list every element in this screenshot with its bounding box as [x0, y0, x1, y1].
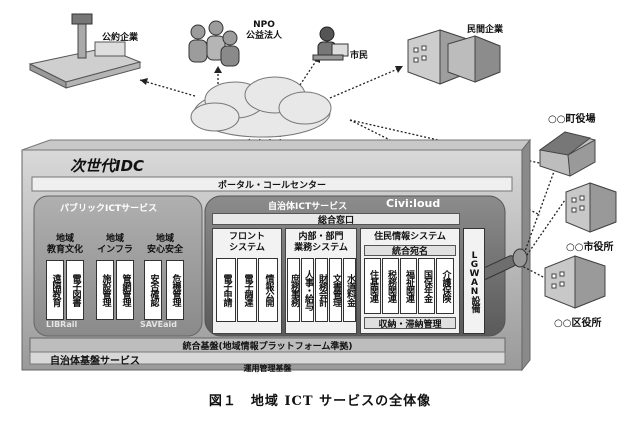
- citizen-label: 市民: [350, 51, 369, 61]
- ops-mgmt-label: 運用管理基盤: [243, 364, 292, 373]
- ward-office-label: ○○区役所: [554, 318, 602, 329]
- collection-bar: 収納・滞納管理: [364, 317, 456, 330]
- pipe-network-cell: 管網管理: [116, 260, 134, 320]
- info-disclosure-cell: 情報公開: [258, 258, 278, 322]
- resident-registry-cell: 住基関連: [364, 258, 381, 314]
- resident-system-header: 住民情報システム: [374, 232, 446, 242]
- front-system-header: フロント システム: [228, 232, 265, 253]
- figure-caption: 図１ 地域 ICT サービスの全体像: [208, 394, 432, 409]
- water-fee-cell: 水道料金: [343, 258, 356, 322]
- public-company-label: 公約企業: [102, 33, 139, 43]
- public-services-title: パブリックICTサービス: [60, 204, 158, 214]
- safety-confirm-cell: 安否確認: [144, 260, 162, 320]
- hr-payroll-cell: 人事・給与: [301, 258, 314, 322]
- general-affairs-cell: 庶務事務: [287, 258, 300, 322]
- safety-header: 地域 安心安全: [146, 234, 183, 255]
- town-office-label: ○○町役場: [548, 114, 596, 125]
- cloud-shape: [190, 76, 332, 138]
- private-company-label: 民間企業: [467, 25, 504, 35]
- citizen-icon: [312, 26, 349, 61]
- city-office-label: ○○市役所: [566, 242, 614, 253]
- finance-cell: 財務会計: [315, 258, 328, 322]
- librail-tag: LIBRail: [46, 320, 78, 329]
- public-company-icon: [28, 13, 142, 89]
- tax-cell: 税務関連: [382, 258, 399, 314]
- npo-icon: [188, 20, 240, 67]
- civicloud-brand: Civi:loud: [386, 197, 441, 210]
- private-company-icon: [407, 29, 501, 85]
- national-insurance-cell: 国保年金: [418, 258, 435, 314]
- general-window-bar: 総合窓口: [212, 213, 460, 226]
- welfare-cell: 福祉関連: [400, 258, 417, 314]
- internal-system-header: 内部・部門 業務システム: [294, 232, 348, 253]
- nursing-care-cell: 介護保険: [436, 258, 454, 314]
- basic-services-label: 自治体基盤サービス: [50, 356, 140, 367]
- document-mgmt-cell: 文書管理: [329, 258, 342, 322]
- remote-education-cell: 遠隔教育: [46, 260, 64, 320]
- crisis-mgmt-cell: 危機管理: [166, 260, 184, 320]
- facility-mgmt-cell: 施設管理: [96, 260, 114, 320]
- infra-header: 地域 インフラ: [97, 234, 133, 255]
- e-library-cell: 電子図書: [66, 260, 84, 320]
- portal-callcenter: ポータル・コールセンター: [217, 181, 326, 191]
- unified-address-bar: 統合宛名: [364, 245, 456, 257]
- ward-office-icon: [544, 255, 606, 309]
- edu-culture-header: 地域 教育文化: [46, 234, 83, 255]
- lgwan-equipment: LGWAN設備: [463, 228, 485, 334]
- idc-title: 次世代IDC: [70, 157, 145, 175]
- integrated-platform: 統合基盤(地域情報プラットフォーム準拠): [182, 342, 353, 352]
- city-office-icon: [565, 182, 617, 233]
- npo-label: NPO 公益法人: [246, 20, 283, 41]
- saveaid-tag: SAVEaid: [140, 320, 177, 329]
- town-office-icon: [538, 131, 596, 177]
- e-procurement-cell: 電子調達: [237, 258, 257, 322]
- e-application-cell: 電子申請: [216, 258, 236, 322]
- local-gov-title: 自治体ICTサービス: [268, 202, 348, 212]
